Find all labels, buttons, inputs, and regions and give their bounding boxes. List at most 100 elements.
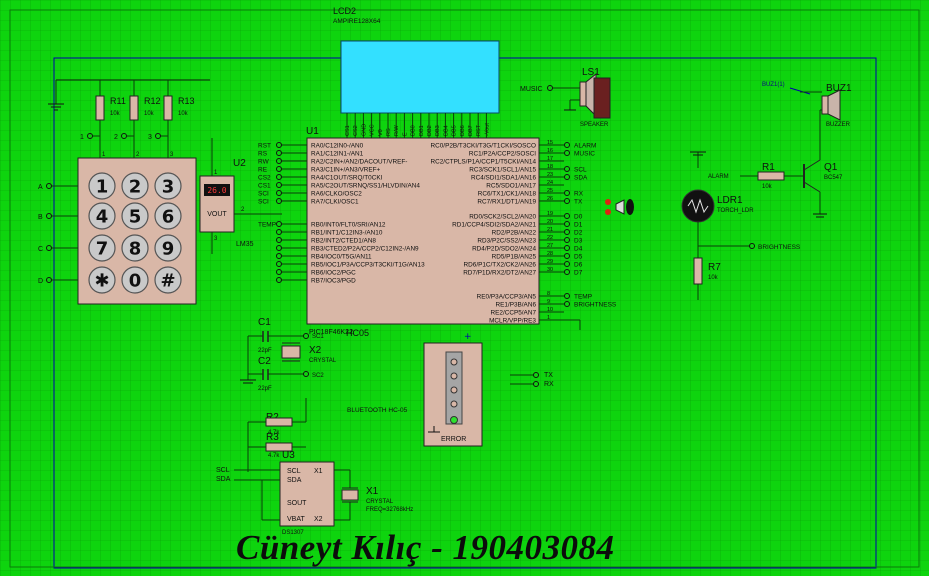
key-9[interactable]: 9 (154, 234, 182, 262)
mcu-pin-number: 30 (547, 267, 553, 273)
mcu-left-net: CS2 (258, 175, 271, 182)
key-cap (154, 266, 182, 294)
microcontroller-pic18f46k22[interactable]: U1 PIC18F46K22 RA0/C12IN0-/AN0RSTRA1/C12… (258, 126, 617, 336)
mcu-pin-number: 26 (547, 196, 553, 202)
rtc-ds1307[interactable]: R2 4.7k R3 4.7k U3 SCL SDA SOUT VBAT X1 … (216, 398, 413, 536)
key-cap (88, 172, 116, 200)
mcu-left-net: RST (258, 143, 271, 150)
lcd-pin-label: V0 (378, 129, 384, 136)
keypad-row-label: A (38, 184, 43, 191)
svg-text:TX: TX (544, 372, 553, 379)
key-4[interactable]: 4 (88, 202, 116, 230)
buzzer-buz1[interactable]: BUZ1 BUZ1(1) BUZZER (762, 82, 852, 160)
light-sensor-ldr1[interactable]: LDR1 TORCH_LDR BRIGHTNESS R7 10k (681, 151, 801, 300)
mcu-left-terminal (276, 277, 282, 283)
mcu-right-net: ALARM (574, 143, 596, 150)
key-label: # (160, 271, 175, 292)
lcd-pin-label: R/W (394, 125, 400, 137)
lcd-pin-label: -Vout (484, 123, 490, 136)
key-7[interactable]: 7 (88, 234, 116, 262)
key-label: 1 (96, 177, 109, 198)
lcd-part: AMPIRE128X64 (333, 18, 381, 25)
mcu-right-terminal (564, 190, 570, 196)
mcu-left-pin-label: RA3/C1IN+/AN3/VREF+ (311, 167, 381, 174)
svg-text:10k: 10k (708, 275, 719, 281)
bluetooth-label: BLUETOOTH HC-05 (347, 407, 408, 414)
mcu-pin-number: 16 (547, 148, 553, 154)
mcu-right-terminal (564, 221, 570, 227)
mcu-right-net: BRIGHTNESS (574, 302, 617, 309)
svg-text:R7: R7 (708, 262, 721, 273)
key-0[interactable]: 0 (121, 266, 149, 294)
temperature-sensor-lm35[interactable]: U2 26.0 VOUT LM35 1 2 3 (199, 138, 282, 254)
mcu-pin-number: 17 (547, 156, 553, 162)
mcu-pin-number: 27 (547, 243, 553, 249)
mcu-right-net: SDA (574, 175, 588, 182)
key-label: 2 (129, 177, 142, 198)
key-8[interactable]: 8 (121, 234, 149, 262)
crosshair-icon: + (464, 332, 472, 342)
svg-text:10k: 10k (110, 111, 121, 117)
speaker-ls1[interactable]: LS1 MUSIC SPEAKER (520, 67, 611, 128)
svg-text:LS1: LS1 (582, 67, 600, 78)
mcu-left-pin-label: RA7/CLKI/OSC1 (311, 199, 359, 206)
mcu-left-pin-label: RB5/IOC1/P3A/CCP3/T3CKI/T1G/AN13 (311, 262, 425, 269)
lcd-screen (340, 40, 500, 114)
mcu-pin-number: 8 (547, 291, 550, 297)
lm35-lcd (204, 184, 230, 196)
mcu-left-terminal (276, 158, 282, 164)
lcd-pin-label: CS1 (345, 125, 351, 136)
svg-text:R11: R11 (110, 96, 126, 106)
svg-text:10k: 10k (762, 184, 773, 190)
key-label: 8 (129, 239, 142, 260)
key-label: 5 (129, 207, 142, 228)
svg-text:SC1: SC1 (312, 334, 324, 340)
svg-text:RX: RX (544, 381, 554, 388)
key-star[interactable]: ✱ (88, 266, 116, 294)
svg-text:C1: C1 (258, 317, 271, 328)
key-6[interactable]: 6 (154, 202, 182, 230)
mcu-left-pin-label: RA0/C12IN0-/AN0 (311, 143, 364, 150)
svg-text:MUSIC: MUSIC (520, 86, 543, 93)
col-terminal (87, 133, 93, 139)
mcu-right-net: RX (574, 191, 584, 198)
lm35-ref: U2 (233, 158, 246, 169)
key-5[interactable]: 5 (121, 202, 149, 230)
mcu-left-terminal (276, 253, 282, 259)
mcu-right-pin-label: RE2/CCP5/AN7 (491, 310, 537, 317)
mcu-left-pin-label: RB0/INT0/FLT0/SRI/AN12 (311, 222, 386, 229)
rtc-part: DS1307 (282, 530, 304, 536)
mcu-pin-number: 19 (547, 211, 553, 217)
mcu-right-pin-label: RC0/P2B/T3CKI/T3G/T1CKI/SOSCO (431, 143, 537, 150)
mcu-right-pin-label: MCLR/VPP/RE3 (489, 318, 536, 325)
mcu-right-net: SCL (574, 167, 587, 174)
key-cap (121, 234, 149, 262)
mcu-right-net: D4 (574, 246, 583, 253)
lcd-pin-label: DB3 (435, 125, 441, 136)
mcu-left-terminal (276, 221, 282, 227)
lcd-pin-label: RS (386, 128, 392, 136)
key-1[interactable]: 1 (88, 172, 116, 200)
temperature-readout: 26.0 (207, 186, 226, 195)
key-hash[interactable]: # (154, 266, 182, 294)
col-terminal (121, 133, 127, 139)
svg-text:BRIGHTNESS: BRIGHTNESS (758, 244, 801, 251)
mcu-right-terminal (564, 142, 570, 148)
bluetooth-module[interactable]: HC05 BLUETOOTH HC-05 ERROR TX RX + (346, 328, 554, 447)
mcu-right-net: D5 (574, 254, 583, 261)
transistor-q1[interactable]: R1 ALARM 10k Q1 BC547 (708, 159, 843, 218)
key-3[interactable]: 3 (154, 172, 182, 200)
mcu-pin-number: 23 (547, 172, 553, 178)
bluetooth-ref: HC05 (346, 328, 369, 338)
mcu-right-pin-label: RD4/P2D/SDO2/AN24 (472, 246, 536, 253)
mcu-right-net: MUSIC (574, 151, 595, 158)
mcu-pin-number: 1 (547, 315, 550, 321)
key-2[interactable]: 2 (121, 172, 149, 200)
key-label: 4 (96, 207, 109, 228)
svg-text:SC2: SC2 (312, 373, 324, 379)
mcu-right-terminal (564, 229, 570, 235)
